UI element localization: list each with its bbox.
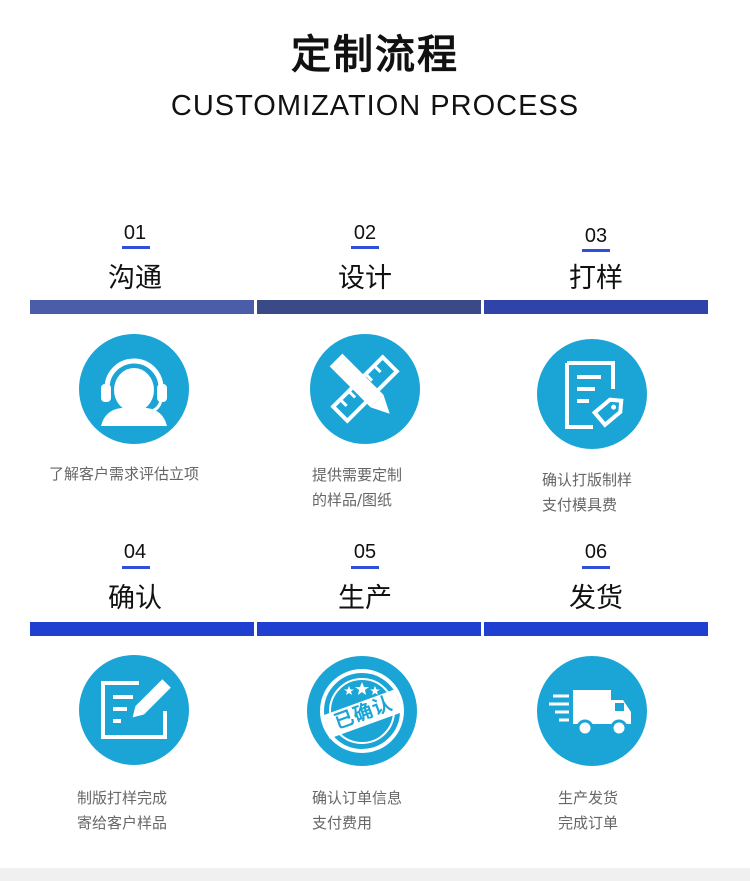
step-number: 01 (123, 222, 147, 244)
step-description: 生产发货 完成订单 (558, 789, 619, 832)
step-label: 确认 (108, 583, 162, 614)
step-number: 05 (353, 541, 377, 563)
step-label: 打样 (569, 263, 623, 294)
step-number-underline (122, 566, 150, 569)
step-description: 了解客户需求评估立项 (49, 465, 200, 483)
confirmed-stamp-icon: 已确认 (307, 656, 417, 766)
step-label: 生产 (338, 583, 392, 614)
step-description: 提供需要定制 的样品/图纸 (312, 466, 403, 509)
step-bar (257, 300, 481, 314)
edit-form-icon (79, 655, 189, 765)
page-subtitle: CUSTOMIZATION PROCESS (170, 90, 580, 122)
step-number-underline (582, 566, 610, 569)
step-bar (484, 622, 708, 636)
page-title: 定制流程 (291, 32, 459, 78)
step-number: 04 (123, 541, 147, 563)
step-bar (30, 300, 254, 314)
document-tag-icon (537, 339, 647, 449)
step-bar (484, 300, 708, 314)
headset-agent-icon (79, 334, 189, 444)
step-label: 发货 (569, 583, 623, 614)
step-description: 确认打版制样 支付模具费 (542, 471, 633, 514)
step-number: 02 (353, 222, 377, 244)
step-number-underline (122, 246, 150, 249)
step-number-underline (351, 246, 379, 249)
step-label: 沟通 (108, 263, 162, 294)
step-number-underline (582, 249, 610, 252)
step-bar (30, 622, 254, 636)
footer-divider (0, 868, 750, 881)
step-number: 03 (584, 225, 608, 247)
delivery-truck-icon (537, 656, 647, 766)
step-number-underline (351, 566, 379, 569)
step-description: 确认订单信息 支付费用 (312, 789, 403, 832)
pencil-ruler-icon (310, 334, 420, 444)
step-number: 06 (584, 541, 608, 563)
step-label: 设计 (338, 263, 392, 294)
step-description: 制版打样完成 寄给客户样品 (77, 789, 168, 832)
step-bar (257, 622, 481, 636)
